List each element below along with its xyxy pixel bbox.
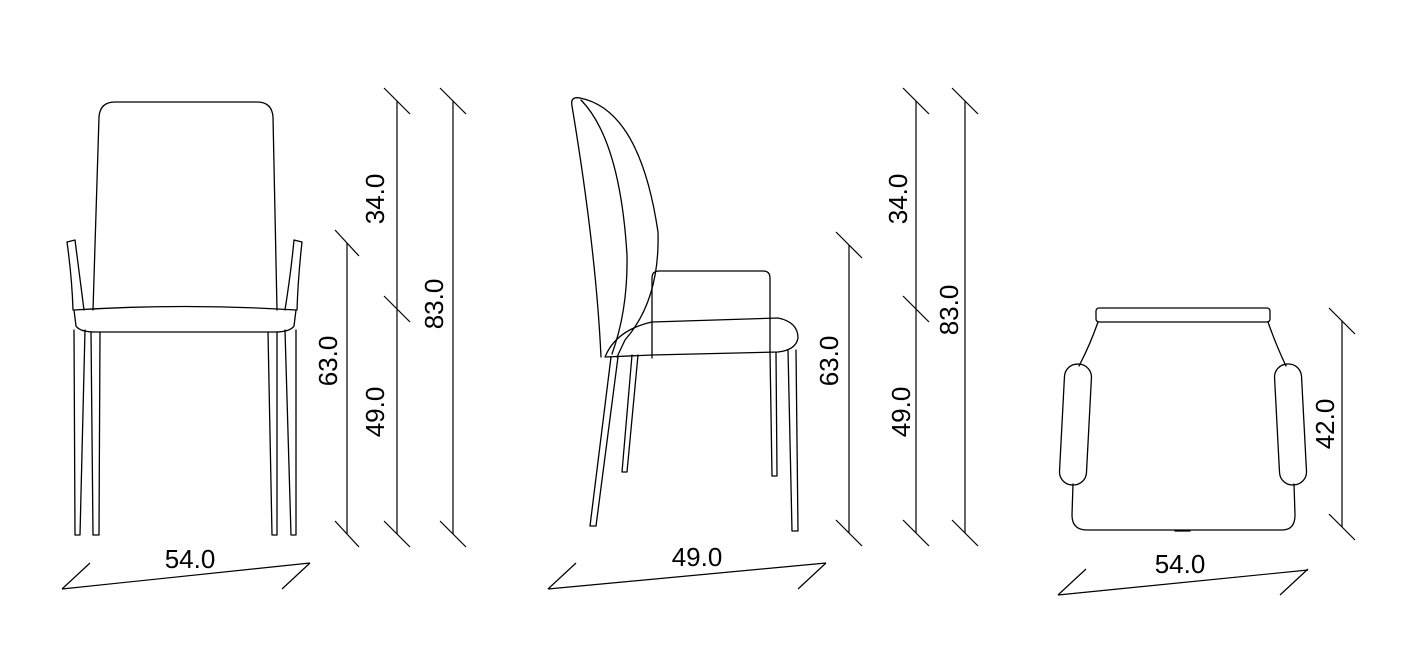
- front-leg-inner-left: [90, 331, 101, 536]
- top-view-chair: [1058, 307, 1308, 532]
- top-backrest: [1095, 307, 1271, 323]
- side-leg-back-rear: [621, 354, 639, 473]
- front-backrest: [92, 101, 278, 311]
- top-width-label: 54.0: [1155, 549, 1206, 579]
- side-view-chair: [571, 97, 799, 532]
- side-back-height-label: 34.0: [883, 174, 913, 225]
- side-total-height-label: 83.0: [934, 285, 964, 336]
- front-view-chair: [66, 101, 303, 536]
- side-seat-height-label: 49.0: [886, 387, 916, 438]
- top-depth-label: 42.0: [1310, 399, 1340, 450]
- front-leg-outer-right: [284, 329, 297, 536]
- side-depth-label: 49.0: [672, 542, 723, 572]
- side-seat: [604, 317, 799, 358]
- front-right-arm: [284, 239, 303, 311]
- top-left-arm: [1058, 363, 1093, 486]
- side-arm-height-label: 63.0: [814, 336, 844, 387]
- front-width-label: 54.0: [165, 544, 216, 574]
- side-backrest-inner: [580, 99, 628, 355]
- side-leg-front-front: [787, 349, 799, 532]
- side-arm-panel: [651, 270, 771, 359]
- front-leg-inner-right: [267, 331, 278, 536]
- side-leg-back-front: [589, 356, 619, 527]
- side-dimensions: 49.0 63.0 34.0 49.0 83.0: [547, 87, 979, 590]
- side-backrest-outer: [571, 97, 659, 358]
- top-right-arm: [1273, 363, 1308, 486]
- front-seat-height-label: 49.0: [360, 387, 390, 438]
- front-seat: [73, 305, 297, 333]
- front-leg-outer-left: [73, 329, 86, 536]
- top-seat: [1071, 321, 1296, 531]
- front-left-arm: [66, 239, 85, 311]
- front-total-height-label: 83.0: [419, 279, 449, 330]
- front-arm-height-label: 63.0: [313, 336, 343, 387]
- front-dimensions: 54.0 63.0 34.0 49.0 83.0: [61, 87, 467, 590]
- side-leg-front-rear: [769, 351, 778, 477]
- front-back-height-label: 34.0: [360, 174, 390, 225]
- top-dimensions: 54.0 42.0: [1057, 307, 1356, 596]
